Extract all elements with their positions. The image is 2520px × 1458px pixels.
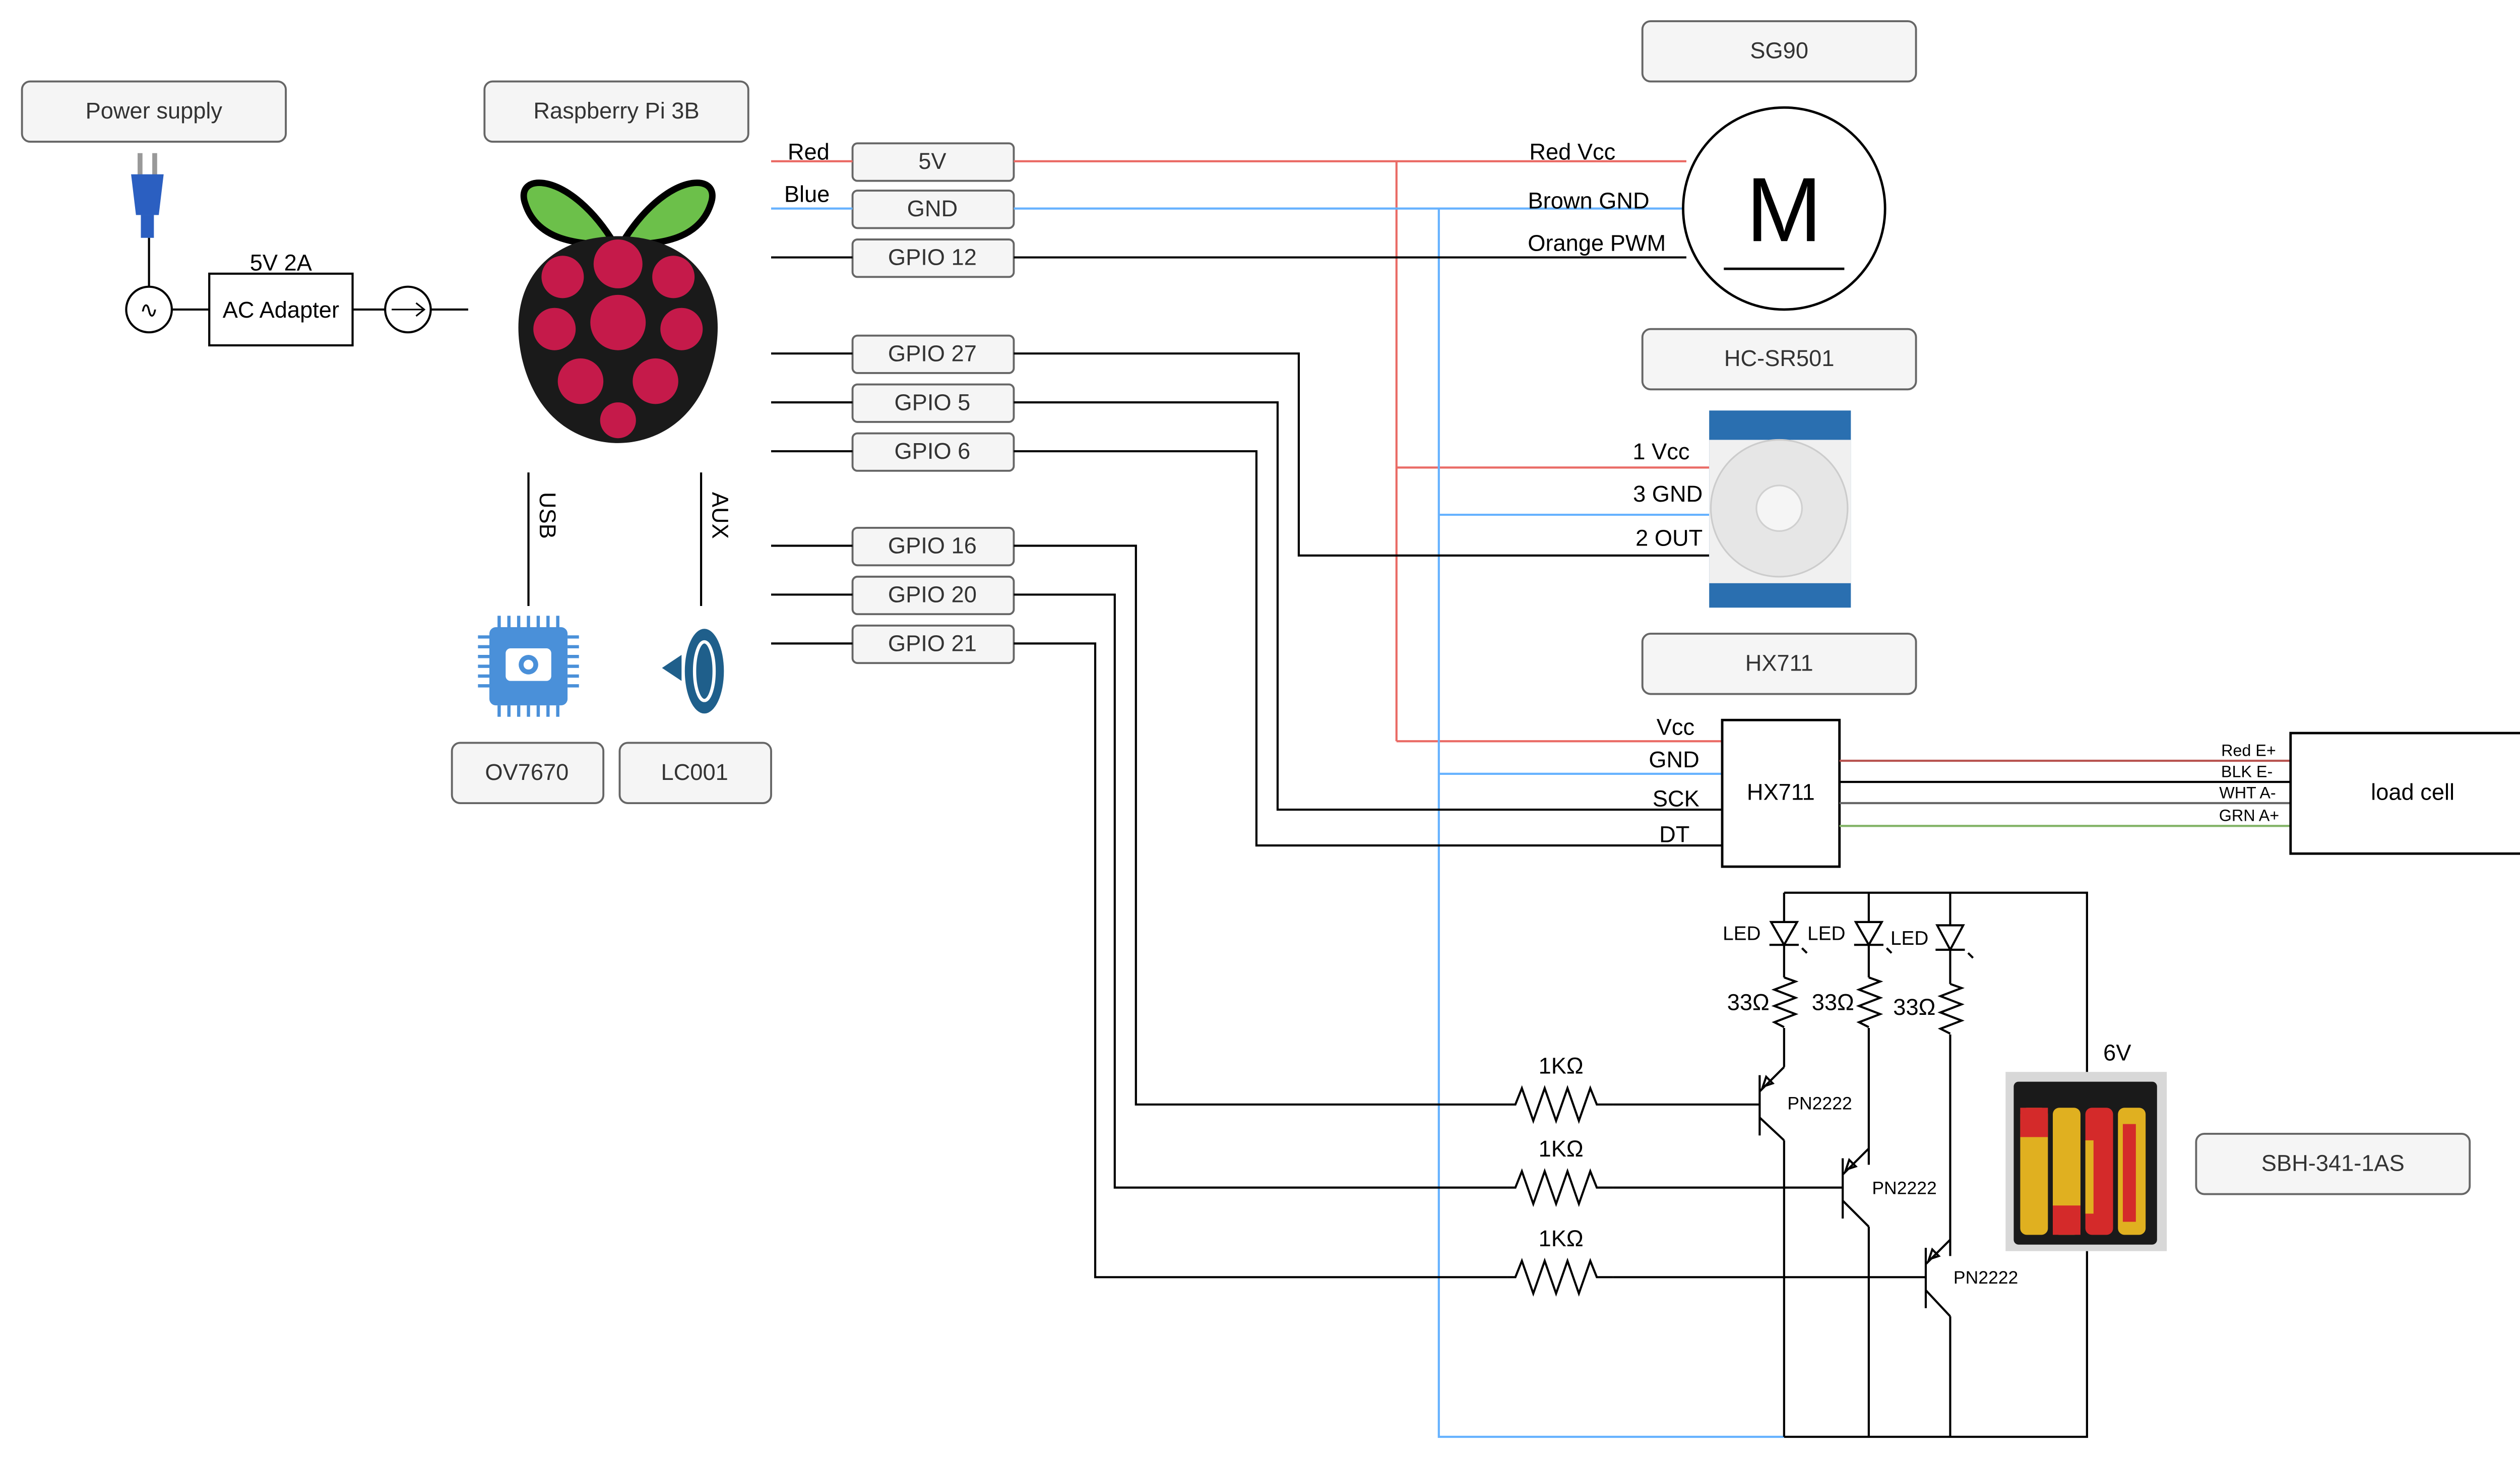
label-ov7670: OV7670: [451, 742, 605, 804]
pir-gnd-label: 3 GND: [1633, 481, 1703, 507]
led-resistor-label: 33Ω: [1893, 994, 1935, 1020]
led-resistor-label: 33Ω: [1812, 989, 1854, 1015]
load-cell-wire-label: WHT A-: [2219, 783, 2276, 802]
svg-text:∿: ∿: [140, 297, 159, 323]
ac-source-icon: ∿: [125, 285, 173, 334]
pin-gpio5: GPIO 5: [851, 383, 1015, 423]
hx711-dt-label: DT: [1659, 822, 1689, 847]
svg-text:GPIO 12: GPIO 12: [888, 245, 977, 270]
raspberry-pi-logo: [518, 179, 718, 443]
led-label: LED: [1723, 923, 1760, 944]
svg-text:LC001: LC001: [661, 759, 728, 785]
pin-gpio27: GPIO 27: [851, 334, 1015, 374]
plug-icon: [131, 153, 164, 238]
hx711-module: HX711: [1721, 718, 1841, 868]
svg-text:HX711: HX711: [1745, 650, 1813, 676]
pir-vcc-label: 1 Vcc: [1632, 439, 1689, 464]
transistor-label: PN2222: [1872, 1178, 1936, 1198]
label-lc001: LC001: [618, 742, 772, 804]
servo-motor-symbol: M: [1682, 106, 1886, 311]
load-cell-wire-label: Red E+: [2221, 741, 2276, 759]
usb-label: USB: [535, 492, 560, 539]
blue-wire-label: Blue: [784, 181, 830, 207]
label-raspberry-pi: Raspberry Pi 3B: [483, 80, 749, 143]
svg-text:GPIO 21: GPIO 21: [888, 631, 977, 656]
led-label: LED: [1891, 928, 1928, 949]
svg-text:load cell: load cell: [2371, 779, 2454, 805]
pir-out-label: 2 OUT: [1635, 525, 1703, 551]
load-cell-wires: [1839, 759, 2291, 827]
load-cell-wire-label: BLK E-: [2221, 762, 2273, 780]
transistor-label: PN2222: [1787, 1094, 1852, 1114]
pin-gpio16: GPIO 16: [851, 526, 1015, 567]
load-cell-wire-label: GRN A+: [2219, 807, 2279, 825]
svg-text:GPIO 27: GPIO 27: [888, 340, 977, 366]
transistor-label: PN2222: [1954, 1267, 2018, 1288]
svg-text:5V: 5V: [918, 148, 946, 174]
hx711-vcc-label: Vcc: [1657, 714, 1694, 740]
servo-vcc-label: Red Vcc: [1529, 139, 1615, 165]
svg-text:GPIO 6: GPIO 6: [895, 438, 971, 464]
label-hc-sr501: HC-SR501: [1641, 328, 1917, 391]
dc-output-icon: [384, 285, 432, 334]
battery-voltage-label: 6V: [2103, 1040, 2131, 1066]
hx711-sck-label: SCK: [1653, 785, 1699, 811]
label-hx711: HX711: [1641, 633, 1917, 695]
svg-text:GPIO 20: GPIO 20: [888, 582, 977, 608]
led-resistor-label: 33Ω: [1727, 989, 1770, 1015]
pir-sensor-image: [1709, 410, 1851, 608]
aux-label: AUX: [708, 492, 733, 539]
svg-text:GPIO 5: GPIO 5: [895, 389, 971, 415]
pin-gpio21: GPIO 21: [851, 624, 1015, 664]
label-power-supply: Power supply: [21, 80, 287, 143]
label-sg90: SG90: [1641, 20, 1917, 83]
load-cell: load cell: [2289, 732, 2520, 855]
led-circuit: [1507, 891, 2088, 1438]
pin-gpio6: GPIO 6: [851, 432, 1015, 472]
label-sbh-341-1as: SBH-341-1AS: [2195, 1133, 2471, 1195]
svg-text:Raspberry Pi 3B: Raspberry Pi 3B: [533, 98, 699, 124]
power-rating: 5V 2A: [250, 250, 312, 275]
audio-device-icon: [662, 629, 724, 714]
led-label: LED: [1807, 923, 1845, 944]
base-resistor-label: 1KΩ: [1539, 1136, 1584, 1162]
svg-text:AC Adapter: AC Adapter: [223, 297, 339, 323]
svg-text:HC-SR501: HC-SR501: [1724, 345, 1835, 371]
servo-gnd-label: Brown GND: [1528, 188, 1649, 214]
svg-text:HX711: HX711: [1747, 779, 1815, 805]
pin-gpio20: GPIO 20: [851, 575, 1015, 616]
wires: [771, 160, 1926, 1438]
servo-pwm-label: Orange PWM: [1528, 230, 1666, 256]
hx711-gnd-label: GND: [1649, 747, 1699, 772]
svg-text:OV7670: OV7670: [485, 759, 569, 785]
svg-text:GPIO 16: GPIO 16: [888, 533, 977, 559]
pin-5v: 5V: [851, 142, 1015, 182]
pin-gnd: GND: [851, 190, 1015, 229]
svg-text:M: M: [1746, 159, 1822, 261]
pin-gpio12: GPIO 12: [851, 238, 1015, 278]
red-wire-label: Red: [788, 139, 830, 165]
base-resistor-label: 1KΩ: [1539, 1053, 1584, 1078]
ac-adapter: AC Adapter: [208, 272, 354, 347]
svg-text:Power supply: Power supply: [86, 98, 223, 124]
base-resistor-label: 1KΩ: [1539, 1226, 1584, 1251]
svg-text:SG90: SG90: [1750, 37, 1808, 63]
svg-text:GND: GND: [907, 196, 958, 221]
camera-chip-icon: [478, 616, 579, 717]
svg-text:SBH-341-1AS: SBH-341-1AS: [2261, 1150, 2405, 1176]
battery-pack-image: [2005, 1072, 2167, 1251]
